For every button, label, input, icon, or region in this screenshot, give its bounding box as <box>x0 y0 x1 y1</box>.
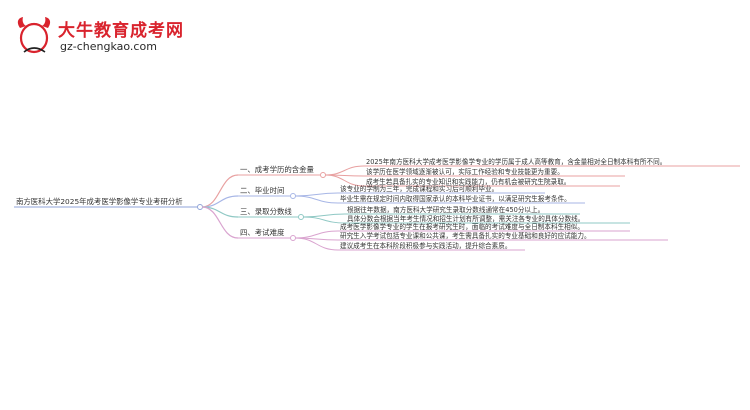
leaf-label: 根据往年数据，南方医科大学研究生录取分数线通常在450分以上。 <box>347 205 544 214</box>
leaf-label: 毕业生需在规定时间内取得国家承认的本科毕业证书，以满足研究生报考条件。 <box>340 194 571 203</box>
leaf-label: 成考医学影像学专业的学生在报考研究生时，面临的考试难度与全日制本科生相似。 <box>340 222 584 231</box>
bull-logo-icon <box>17 17 51 54</box>
leaf-connector <box>294 237 339 251</box>
leaf-label: 成考生若具备扎实的专业知识和实践能力，仍有机会被研究生院录取。 <box>366 177 570 186</box>
logo: 大牛教育成考网 gz-chengkao.com <box>14 14 224 58</box>
leaf-label: 2025年南方医科大学成考医学影像学专业的学历属于成人高等教育，含金量相对全日制… <box>366 157 666 166</box>
branch-label: 一、成考学历的含金量 <box>240 165 315 174</box>
leaf-connector <box>294 192 339 197</box>
leaf-label: 该学历在医学领域逐渐被认可，实际工作经验和专业技能更为重要。 <box>366 167 564 176</box>
branch-node-connector <box>290 193 296 199</box>
leaf-connector <box>294 230 339 239</box>
leaf-label: 该专业的学制为三年，完成课程和实习后可顺利毕业。 <box>340 184 498 193</box>
leaf-connector <box>294 195 339 204</box>
leaf-connector <box>302 216 346 224</box>
leaf-label: 具体分数会根据当年考生情况和招生计划有所调整，需关注各专业的具体分数线。 <box>347 214 584 223</box>
leaf-connector <box>324 174 365 187</box>
leaf-connector <box>302 213 346 218</box>
branch-connector <box>201 206 239 239</box>
leaf-label: 建议成考生在本科阶段积极参与实践活动，提升综合素质。 <box>340 241 511 250</box>
branch-label: 四、考试难度 <box>240 228 285 237</box>
branch-node-connector <box>320 172 326 178</box>
branch-label: 三、录取分数线 <box>240 207 292 216</box>
branch-node-connector <box>290 235 296 241</box>
brand-name: 大牛教育成考网 <box>58 21 184 41</box>
root-connector <box>197 204 203 210</box>
branch-connector <box>201 174 239 208</box>
leaf-connector <box>324 165 365 176</box>
brand-url: gz-chengkao.com <box>60 40 157 53</box>
root-label: 南方医科大学2025年成考医学影像学专业考研分析 <box>16 197 183 206</box>
leaf-label: 研究生入学考试包括专业课和公共课，考生需具备扎实的专业基础和良好的应试能力。 <box>340 231 591 240</box>
branch-node-connector <box>298 214 304 220</box>
branch-label: 二、毕业时间 <box>240 186 284 195</box>
